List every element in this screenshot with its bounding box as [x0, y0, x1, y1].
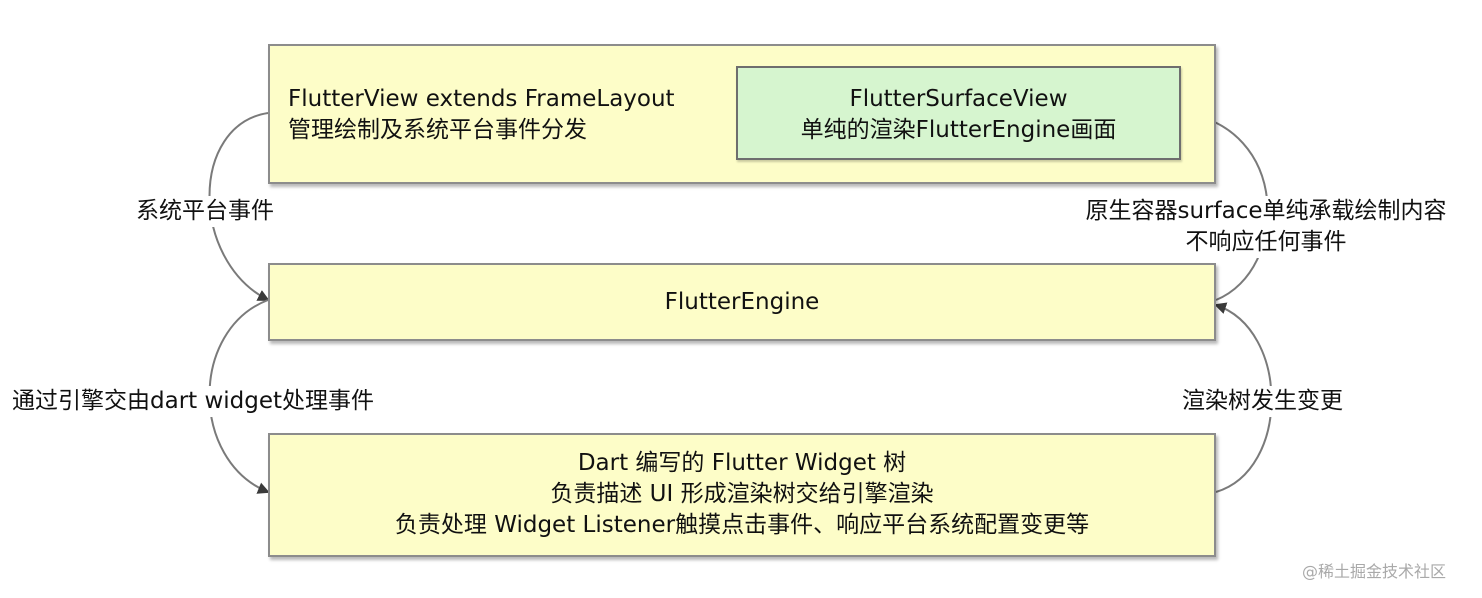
widget-tree-text: Dart 编写的 Flutter Widget 树 负责描述 UI 形成渲染树交… [268, 448, 1216, 541]
flutter-view-line-1: FlutterView extends FrameLayout [288, 86, 675, 112]
watermark: @稀土掘金技术社区 [1302, 562, 1447, 581]
surface-view-line-2: 单纯的渲染FlutterEngine画面 [800, 117, 1117, 143]
edge-label-engine-to-dart: 通过引擎交由dart widget处理事件 [12, 386, 375, 417]
surface-view-line-1: FlutterSurfaceView [849, 86, 1068, 112]
flutter-view-text: FlutterView extends FrameLayout 管理绘制及系统平… [288, 84, 675, 146]
edge-label-surface-note: 原生容器surface单纯承载绘制内容 不响应任何事件 [1064, 196, 1468, 258]
flutter-surface-view-box [736, 66, 1181, 160]
surface-note-line-2: 不响应任何事件 [1185, 229, 1347, 255]
flutter-engine-label: FlutterEngine [664, 289, 820, 315]
widget-tree-line-3: 负责处理 Widget Listener触摸点击事件、响应平台系统配置变更等 [394, 512, 1090, 538]
widget-tree-line-1: Dart 编写的 Flutter Widget 树 [577, 450, 907, 476]
flutter-surface-view-text: FlutterSurfaceView 单纯的渲染FlutterEngine画面 [736, 84, 1181, 146]
surface-note-line-1: 原生容器surface单纯承载绘制内容 [1085, 198, 1447, 224]
widget-tree-line-2: 负责描述 UI 形成渲染树交给引擎渲染 [550, 481, 934, 507]
edge-label-system-events: 系统平台事件 [136, 196, 274, 227]
flutter-engine-box [268, 263, 1216, 341]
edge-label-render-tree-changed: 渲染树发生变更 [1182, 386, 1343, 417]
widget-tree-box [268, 433, 1216, 557]
flutter-view-line-2: 管理绘制及系统平台事件分发 [288, 117, 587, 143]
